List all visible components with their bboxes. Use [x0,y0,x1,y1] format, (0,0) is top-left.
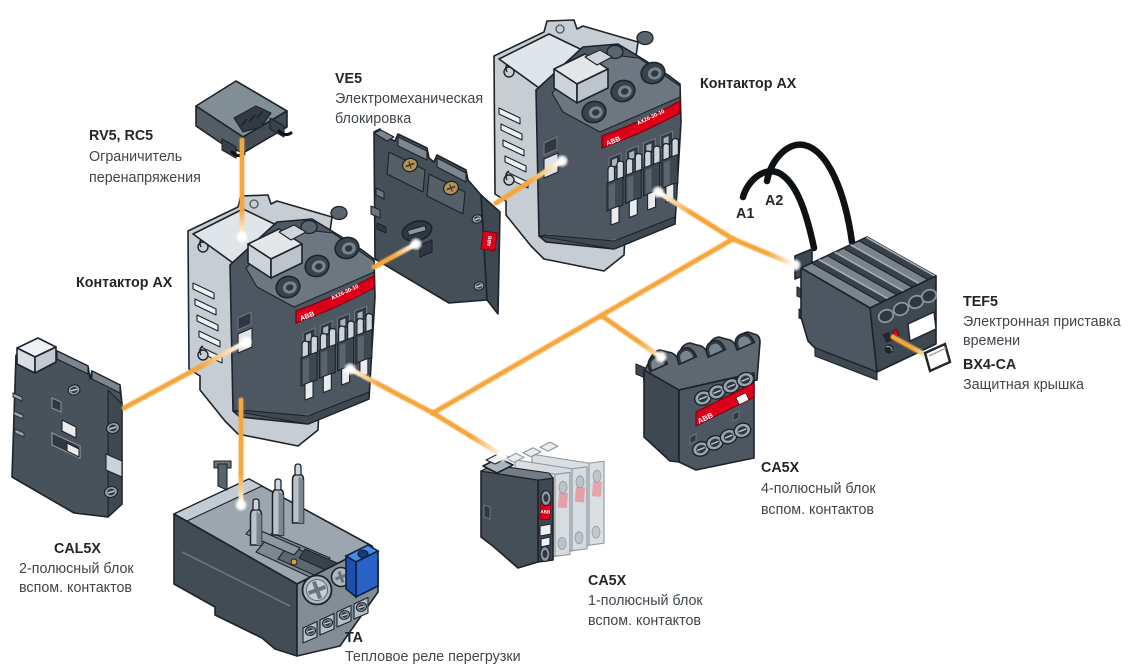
svg-text:VE5: VE5 [335,71,362,87]
svg-text:Контактор AX: Контактор AX [76,275,173,291]
svg-text:Контактор AX: Контактор AX [700,76,797,92]
svg-text:ABB: ABB [540,509,551,515]
svg-text:блокировка: блокировка [335,111,411,127]
svg-text:4-полюсный блок: 4-полюсный блок [761,481,876,497]
svg-text:вспом. контактов: вспом. контактов [761,502,874,518]
svg-text:времени: времени [963,333,1020,349]
svg-text:CA5X: CA5X [588,573,627,589]
svg-text:1-полюсный блок: 1-полюсный блок [588,593,703,609]
svg-text:перенапряжения: перенапряжения [89,170,201,186]
svg-text:BX4-CA: BX4-CA [963,357,1016,373]
svg-text:A2: A2 [765,193,783,209]
svg-text:вспом. контактов: вспом. контактов [19,580,132,596]
svg-text:ABB: ABB [486,235,494,247]
svg-text:RV5, RC5: RV5, RC5 [89,128,153,144]
svg-text:Ограничитель: Ограничитель [89,149,182,165]
svg-text:CAL5X: CAL5X [54,541,101,557]
svg-text:Электронная приставка: Электронная приставка [963,314,1121,330]
svg-text:TEF5: TEF5 [963,294,998,310]
svg-text:A1: A1 [736,206,754,222]
svg-text:2-полюсный блок: 2-полюсный блок [19,561,134,577]
svg-text:вспом. контактов: вспом. контактов [588,613,701,629]
svg-text:Тепловое реле перегрузки: Тепловое реле перегрузки [345,649,521,665]
svg-text:TA: TA [345,630,363,646]
svg-text:Защитная крышка: Защитная крышка [963,377,1084,393]
svg-text:CA5X: CA5X [761,460,800,476]
svg-text:Электромеханическая: Электромеханическая [335,91,483,107]
